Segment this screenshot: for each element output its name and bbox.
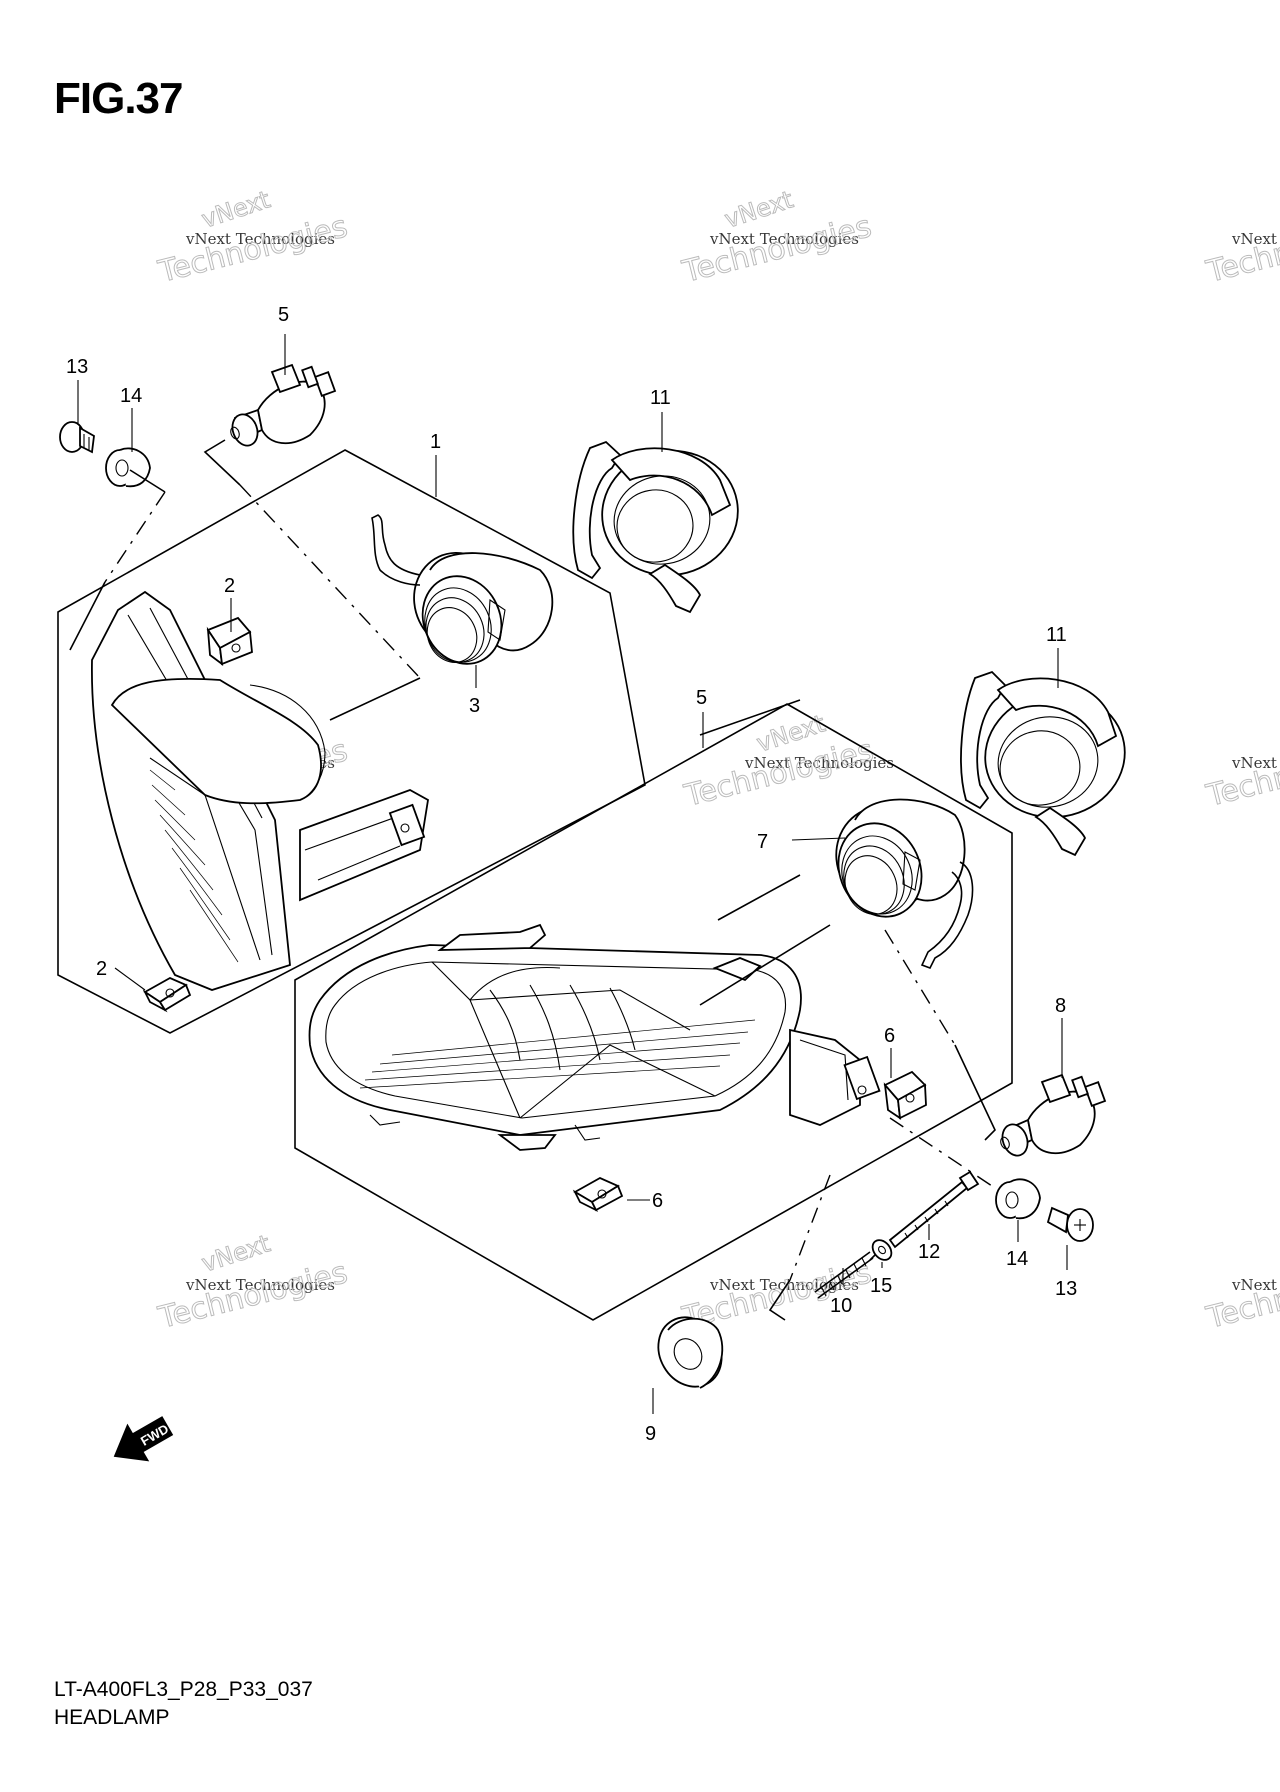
washer-15 <box>871 1239 893 1261</box>
svg-text:vNext: vNext <box>198 185 273 233</box>
svg-text:vNext Technologies: vNext Technologies <box>1231 754 1280 772</box>
callout-8: 8 <box>1055 995 1066 1017</box>
svg-text:vNext Technologies: vNext Technologies <box>709 230 859 248</box>
adjuster-ring-11-lower <box>960 670 1126 857</box>
callout-14: 14 <box>120 385 142 407</box>
nut-clip-6-lower <box>572 1176 624 1213</box>
adjusting-screw-12 <box>888 1170 980 1249</box>
callout-15: 15 <box>870 1275 892 1297</box>
ring-9 <box>657 1316 724 1389</box>
svg-text:Technologies: Technologies <box>678 209 874 290</box>
callout-4: 5 <box>278 304 289 326</box>
callout-2: 2 <box>96 958 107 980</box>
svg-text:vNext: vNext <box>721 185 796 233</box>
callout-2: 2 <box>224 575 235 597</box>
svg-text:vNext Technologies: vNext Technologies <box>185 230 335 248</box>
callout-6: 6 <box>884 1025 895 1047</box>
callout-14: 14 <box>1006 1248 1028 1270</box>
diagram-code: LT-A400FL3_P28_P33_037 <box>54 1678 313 1701</box>
grommet-14-left <box>105 447 151 488</box>
callout-1: 1 <box>430 431 441 453</box>
left-reflector-hatching <box>149 769 239 963</box>
callout-11: 11 <box>1046 624 1067 646</box>
right-headlamp-socket <box>835 798 974 970</box>
svg-text:vNext Technologies: vNext Technologies <box>744 754 894 772</box>
screw-13-right <box>1046 1206 1094 1242</box>
callout-11: 11 <box>650 387 671 409</box>
left-headlamp-assembly-box <box>57 449 646 1034</box>
watermark: vNext Technologies Technologies <box>1202 209 1280 291</box>
right-reflector-hatching <box>359 1019 756 1089</box>
svg-text:Technologies: Technologies <box>1202 733 1280 814</box>
svg-text:vNext: vNext <box>198 1229 273 1277</box>
callout-labels: 5 13 14 1 11 2 3 11 5 7 2 8 6 6 12 14 15… <box>66 304 1077 1445</box>
left-headlamp-bulb <box>230 363 337 447</box>
nut-clip-2-upper <box>206 616 253 666</box>
callout-12: 12 <box>918 1241 940 1263</box>
right-headlamp-housing <box>308 923 881 1151</box>
watermark: vNext Technologies Technologies <box>1202 733 1280 815</box>
socket-thread <box>841 835 913 915</box>
left-headlamp-housing <box>91 590 429 991</box>
right-headlamp-assembly-box <box>294 703 1013 1321</box>
watermark: vNext vNext Technologies Technologies <box>678 185 875 291</box>
watermark: vNext vNext Technologies Technologies <box>680 709 894 815</box>
figure-title: FIG.37 <box>54 74 183 123</box>
svg-text:Technologies: Technologies <box>154 1255 350 1336</box>
left-headlamp-socket <box>371 514 554 665</box>
svg-text:Technologies: Technologies <box>1202 209 1280 290</box>
callout-7: 7 <box>757 831 768 853</box>
svg-text:vNext Technologies: vNext Technologies <box>709 1276 859 1294</box>
svg-text:vNext Technologies: vNext Technologies <box>185 1276 335 1294</box>
svg-text:vNext Technologies: vNext Technologies <box>1231 230 1280 248</box>
svg-text:Technologies: Technologies <box>154 209 350 290</box>
watermark: vNext vNext Technologies Technologies <box>154 1229 351 1337</box>
svg-text:Technologies: Technologies <box>1202 1255 1280 1336</box>
callout-9: 9 <box>645 1423 656 1445</box>
watermark: vNext vNext Technologies Technologies <box>154 185 351 291</box>
callout-13: 13 <box>66 356 88 378</box>
leader-lines <box>77 334 1068 1414</box>
assembly-lines <box>69 439 996 1321</box>
watermark: vNext Technologies Technologies <box>1202 1255 1280 1337</box>
screw-13-left <box>59 421 95 454</box>
svg-text:vNext Technologies: vNext Technologies <box>1231 1276 1280 1294</box>
callout-13: 13 <box>1055 1278 1077 1300</box>
callout-6: 6 <box>652 1190 663 1212</box>
nut-clip-2-lower <box>142 976 192 1013</box>
diagram-name: HEADLAMP <box>54 1706 170 1729</box>
callout-10: 10 <box>830 1295 852 1317</box>
nut-clip-6-upper <box>883 1070 927 1120</box>
adjuster-ring-11-upper <box>572 440 739 614</box>
callout-3: 3 <box>469 695 480 717</box>
forward-direction-arrow: FWD <box>113 1416 174 1462</box>
callout-5: 5 <box>696 687 707 709</box>
grommet-14-right <box>995 1178 1041 1220</box>
right-headlamp-bulb <box>1000 1073 1107 1157</box>
socket-thread <box>424 587 492 663</box>
